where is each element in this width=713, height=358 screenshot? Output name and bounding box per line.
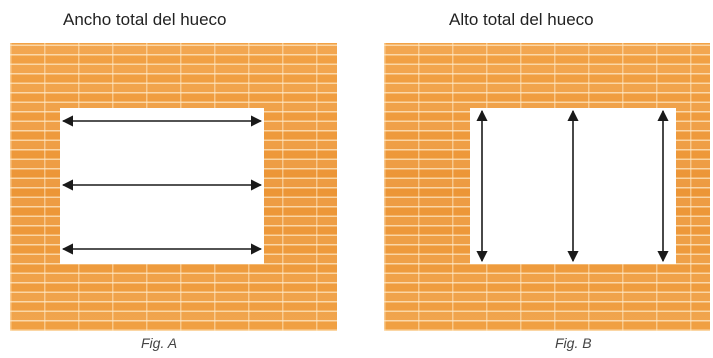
brick-wall-b: [384, 43, 710, 331]
width-arrows: [61, 115, 263, 255]
figure-b-title: Alto total del hueco: [449, 10, 594, 29]
opening-b: [470, 108, 676, 264]
brick-wall-a: [10, 43, 337, 331]
height-arrows: [476, 109, 669, 263]
opening-a: [60, 108, 264, 264]
figure-a-title: Ancho total del hueco: [63, 10, 227, 29]
figure-b-caption: Fig. B: [555, 335, 592, 351]
figure-a-caption: Fig. A: [141, 335, 178, 351]
